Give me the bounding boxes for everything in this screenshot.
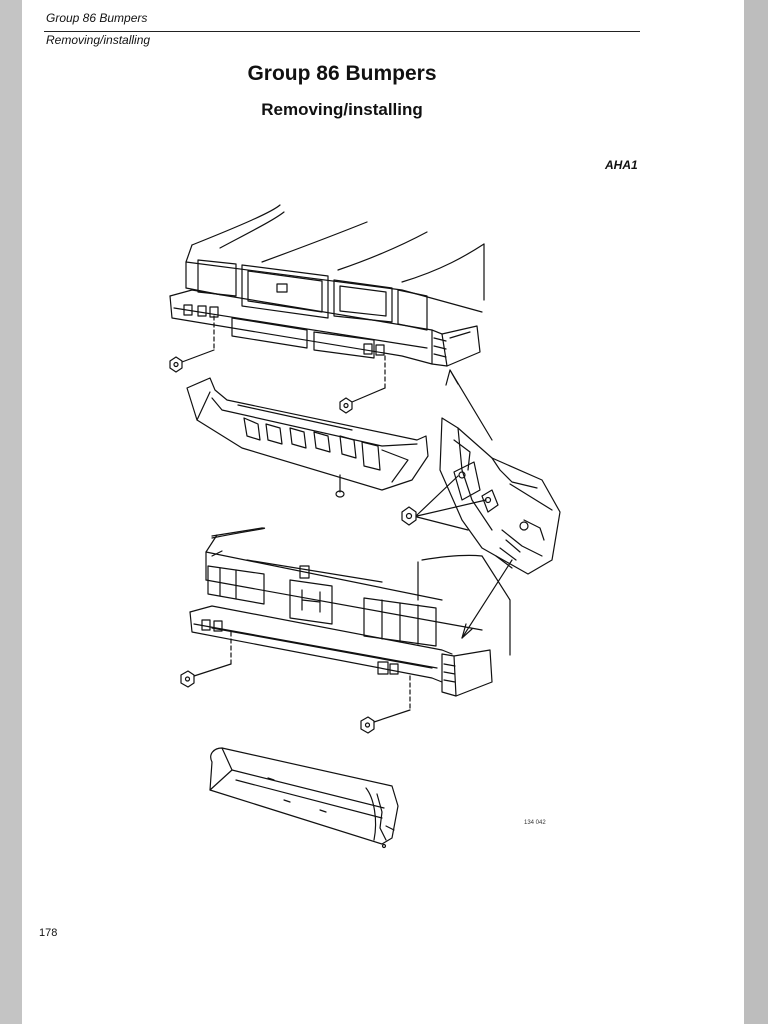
bumper-end-cap-detail [439, 417, 561, 575]
header-rule [44, 31, 640, 32]
running-header-topic: Removing/installing [46, 33, 151, 47]
figure-reference: 134 042 [524, 820, 546, 826]
rear-car-body [205, 527, 511, 656]
document-page: Group 86 Bumpers Removing/installing Gro… [22, 0, 744, 1024]
end-cap-nut [401, 506, 417, 526]
arrow-head-rear [461, 623, 473, 639]
page-edge-left [0, 0, 22, 1024]
page-title: Group 86 Bumpers [247, 62, 437, 85]
page-subtitle: Removing/installing [261, 100, 423, 119]
running-header-section: Group 86 Bumpers [46, 11, 148, 25]
end-cap-leader-2 [416, 499, 487, 517]
front-left-nut [169, 356, 183, 373]
front-right-bolt-leader [351, 387, 386, 403]
page-edge-right [744, 0, 768, 1024]
rear-right-bolt-leader [373, 709, 411, 723]
figure-code: AHA1 [605, 158, 638, 172]
front-car-body [185, 204, 485, 331]
front-bolt-lines [213, 315, 386, 389]
arrow-head-front [445, 369, 459, 386]
rear-bumper [189, 605, 493, 697]
page-number: 178 [39, 927, 58, 939]
arrow-to-rear [461, 559, 513, 639]
front-right-nut [339, 397, 353, 414]
rear-left-nut [180, 670, 195, 688]
front-bumper-detached [186, 377, 429, 498]
bumper-illustration [169, 204, 561, 849]
rear-left-bolt-leader [193, 663, 232, 677]
front-left-bolt-leader [181, 349, 215, 363]
rear-right-nut [360, 716, 375, 734]
rear-bolt-lines [230, 631, 411, 711]
end-cap-leader-1 [416, 475, 459, 516]
rear-bumper-detached [209, 747, 399, 849]
front-bumper [169, 289, 481, 367]
end-cap-leader-3 [416, 516, 469, 531]
